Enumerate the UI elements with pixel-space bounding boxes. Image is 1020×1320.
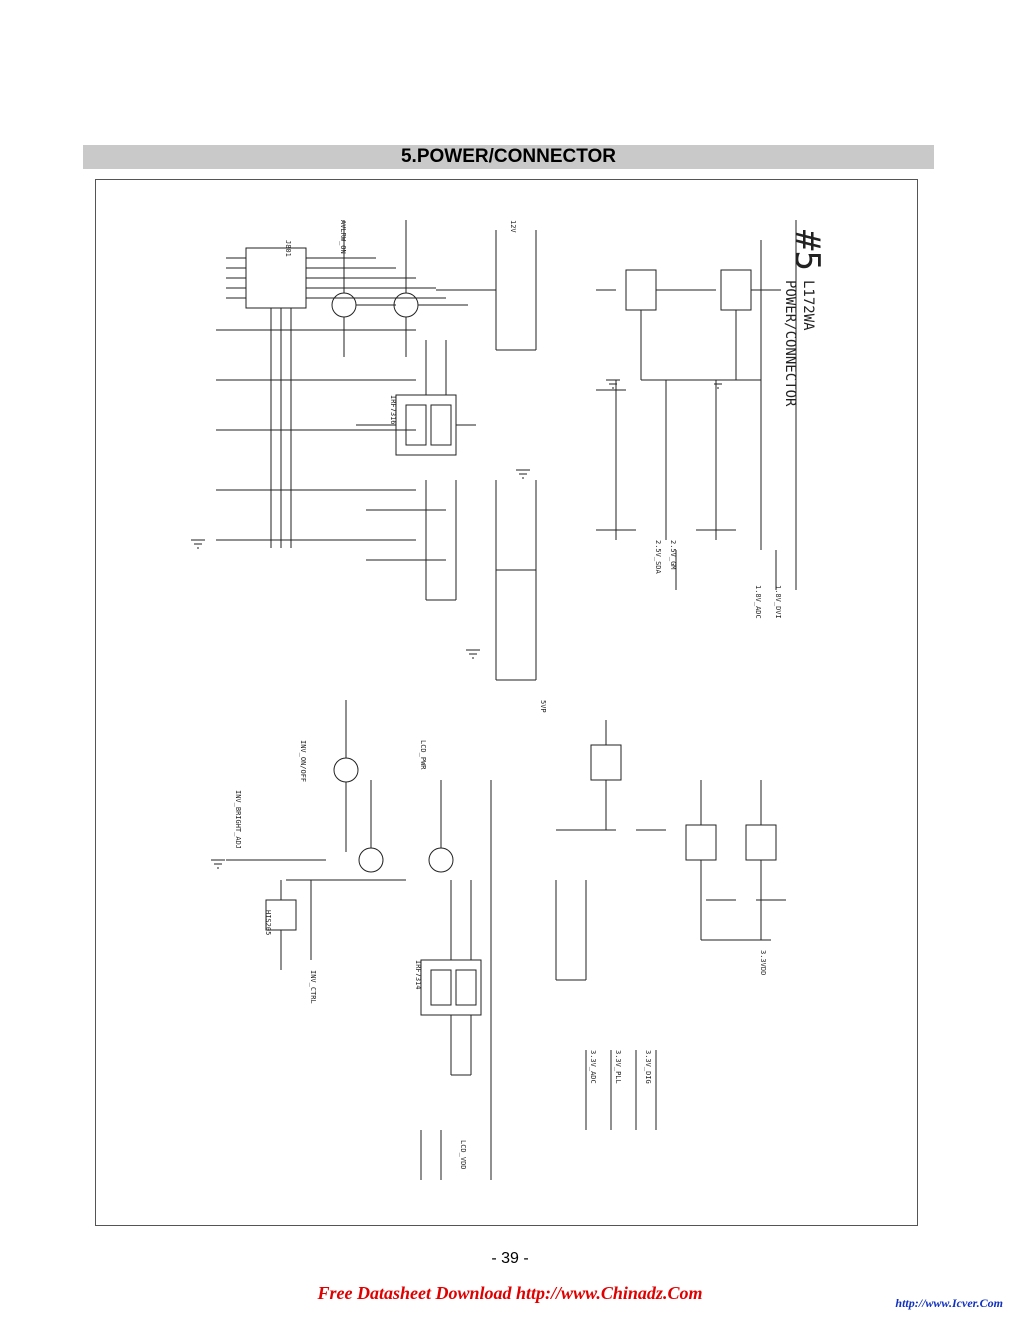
svg-text:POWER/CONNECTOR: POWER/CONNECTOR — [782, 280, 798, 407]
section-title-bar: 5.POWER/CONNECTOR — [83, 145, 934, 169]
schematic-diagram: #5 L172WA POWER/CONNECTOR 1.8V_DVI 1.8V_… — [95, 179, 918, 1226]
svg-text:INV_CTRL: INV_CTRL — [309, 970, 317, 1004]
svg-text:HIS205: HIS205 — [264, 910, 272, 935]
svg-text:LCD_VDD: LCD_VDD — [459, 1140, 467, 1170]
svg-text:J801: J801 — [284, 240, 292, 257]
svg-text:5VP: 5VP — [539, 700, 547, 713]
svg-text:3.3V_PLL: 3.3V_PLL — [614, 1050, 622, 1084]
svg-text:2.5V_GM: 2.5V_GM — [669, 540, 677, 570]
svg-text:3.3V_DIG: 3.3V_DIG — [644, 1050, 652, 1084]
datasheet-download-link[interactable]: Free Datasheet Download http://www.China… — [317, 1283, 703, 1303]
svg-text:INV_ON/OFF: INV_ON/OFF — [299, 740, 307, 782]
svg-text:AVLRW_ON: AVLRW_ON — [339, 220, 347, 254]
page-title: 5.POWER/CONNECTOR — [400, 146, 616, 167]
schematic-drawing: #5 L172WA POWER/CONNECTOR 1.8V_DVI 1.8V_… — [191, 220, 827, 1180]
svg-text:1.8V_DVI: 1.8V_DVI — [774, 585, 782, 619]
svg-text:12V: 12V — [509, 220, 517, 233]
svg-text:L172WA: L172WA — [800, 280, 816, 331]
page-number: - 39 - — [491, 1250, 529, 1267]
icver-link[interactable]: http://www.Icver.Com — [895, 1296, 1003, 1310]
svg-text:IRF7316: IRF7316 — [389, 395, 397, 425]
svg-text:1.8V_ADC: 1.8V_ADC — [754, 585, 762, 619]
svg-text:INV_BRIGHT_ADJ: INV_BRIGHT_ADJ — [234, 790, 242, 849]
svg-text:IRF7314: IRF7314 — [414, 960, 422, 990]
svg-text:3.3V_ADC: 3.3V_ADC — [589, 1050, 597, 1084]
svg-text:2.5V_SDA: 2.5V_SDA — [654, 540, 662, 575]
svg-text:#5: #5 — [787, 230, 827, 271]
svg-text:3.3VDD: 3.3VDD — [759, 950, 767, 975]
svg-text:LCD_PWR: LCD_PWR — [419, 740, 427, 770]
